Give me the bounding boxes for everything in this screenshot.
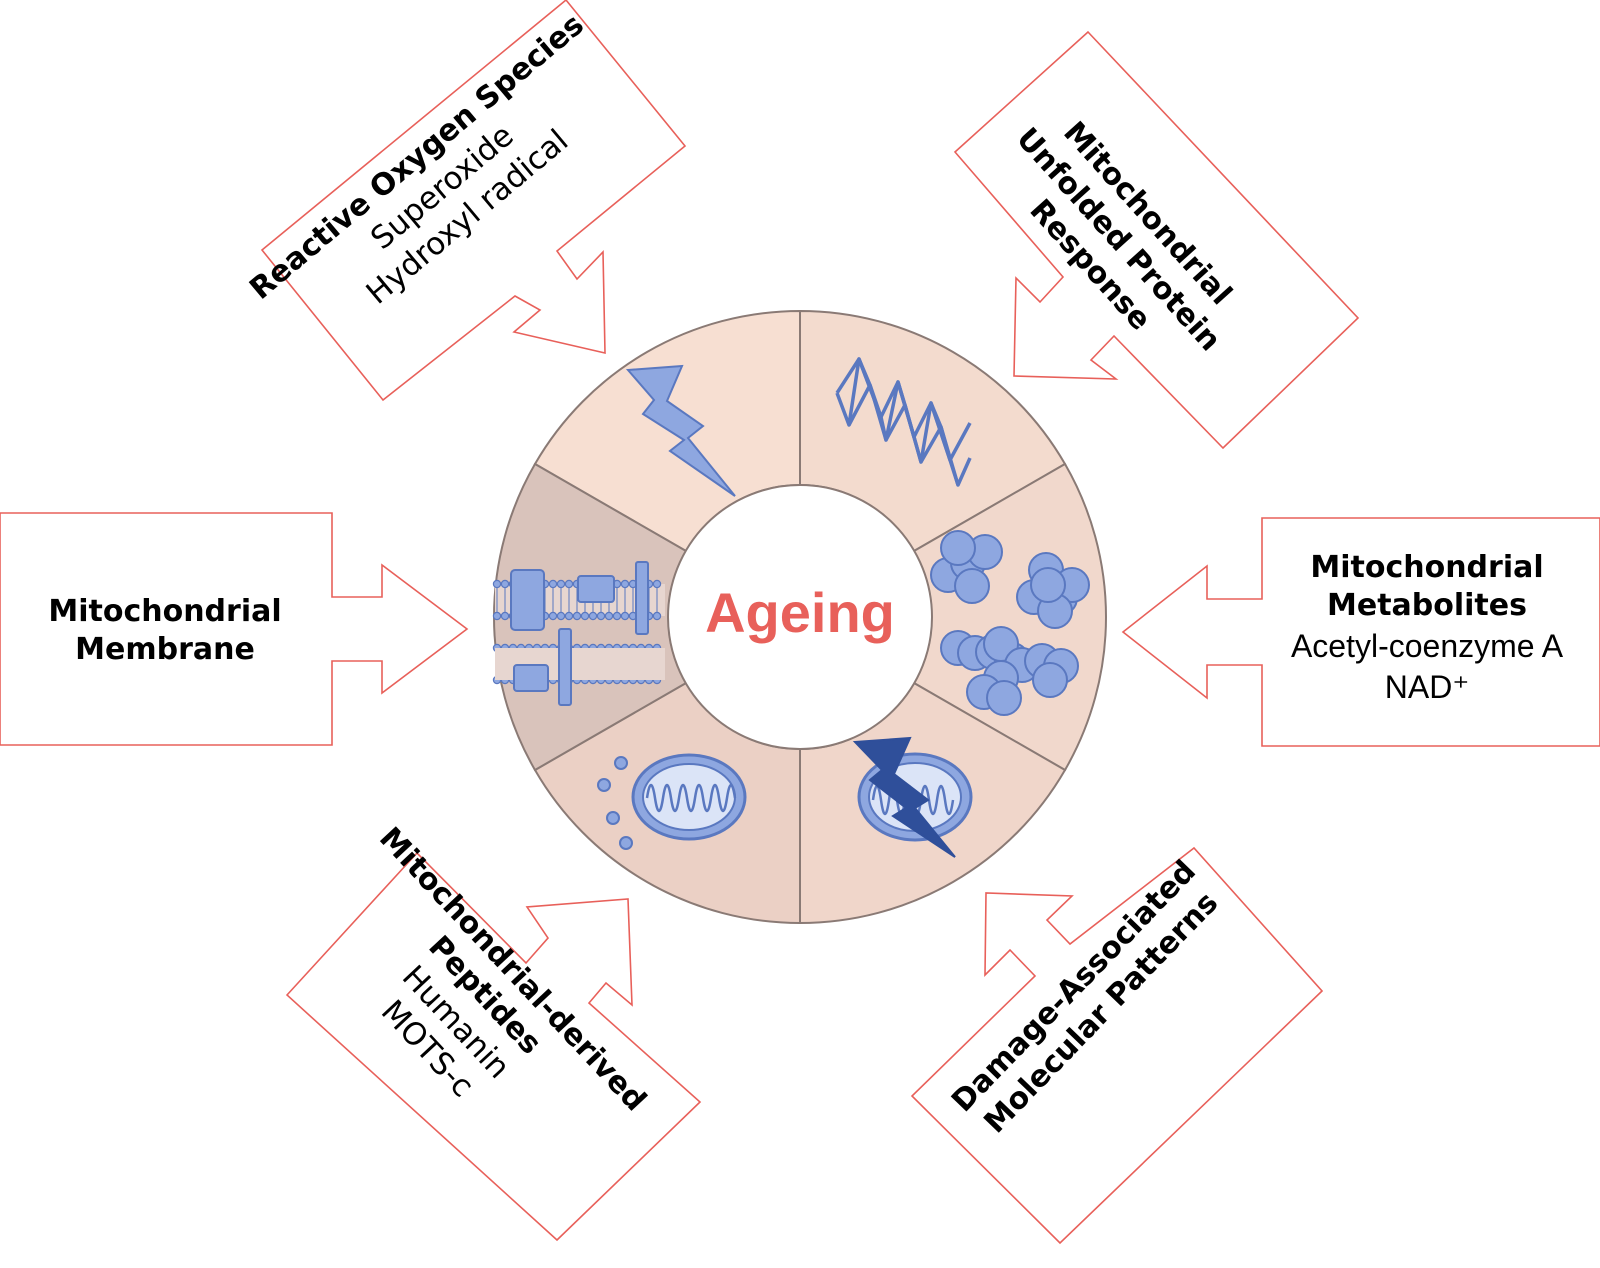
lipid-head xyxy=(652,579,662,589)
metabolites-title-1: Mitochondrial xyxy=(1310,550,1544,585)
membrane-bilayer-icon xyxy=(492,561,665,706)
lipid-head xyxy=(556,611,566,621)
unfolded-protein-icon xyxy=(835,357,972,487)
metabolites-label: Mitochondrial Metabolites Acetyl-coenzym… xyxy=(1262,549,1592,708)
lipid-head xyxy=(620,611,630,621)
upr-arrow xyxy=(953,30,1360,450)
lipid-head xyxy=(588,611,598,621)
lipid-head xyxy=(572,611,582,621)
membrane-title-2: Membrane xyxy=(75,632,255,668)
membrane-label: Mitochondrial Membrane xyxy=(40,593,290,670)
membrane-title-1: Mitochondrial xyxy=(48,594,282,629)
metabolites-title-2: Metabolites xyxy=(1327,588,1527,624)
mdp-arrow xyxy=(285,851,702,1242)
lipid-head xyxy=(564,579,574,589)
lipid-head xyxy=(620,579,630,589)
lipid-head xyxy=(580,611,590,621)
damps-arrow xyxy=(910,846,1324,1245)
lipid-head xyxy=(564,611,574,621)
lipid-head xyxy=(548,611,558,621)
lightning-icon xyxy=(625,364,736,497)
center-circle xyxy=(667,484,933,750)
lipid-head xyxy=(652,611,662,621)
lipid-head xyxy=(492,611,502,621)
lipid-head xyxy=(492,579,502,589)
lipid-head xyxy=(500,579,510,589)
ros-arrow xyxy=(260,0,687,402)
mitochondrion-peptides-icon xyxy=(597,753,747,850)
metabolites-item-2: NAD⁺ xyxy=(1384,668,1470,705)
metabolites-arrow xyxy=(1121,517,1600,747)
lipid-head xyxy=(596,611,606,621)
membrane-arrow xyxy=(0,512,469,746)
lipid-head xyxy=(548,579,558,589)
lipid-head xyxy=(612,611,622,621)
lipid-head xyxy=(604,611,614,621)
metabolites-item-1: Acetyl-coenzyme A xyxy=(1290,627,1564,664)
center-label: Ageing xyxy=(705,581,895,644)
damaged-mitochondrion-icon xyxy=(852,736,973,858)
lipid-head xyxy=(500,611,510,621)
lipid-head xyxy=(556,579,566,589)
